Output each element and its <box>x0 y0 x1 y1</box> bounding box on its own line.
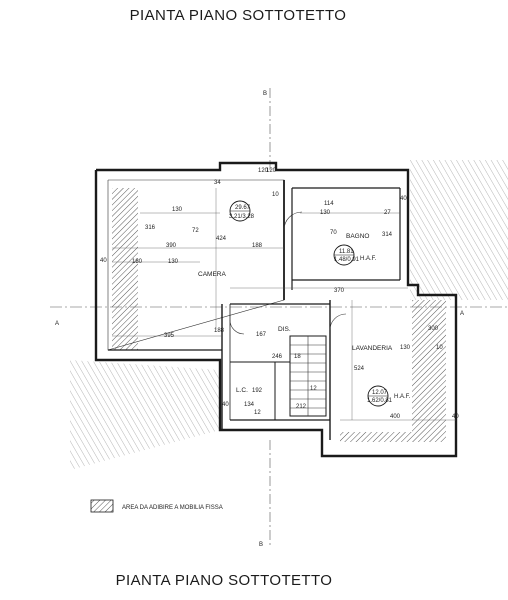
dim: 130 <box>400 345 411 351</box>
area-marker-bagno: 11.81 1.48/0.91 <box>333 244 360 266</box>
interior-walls <box>108 180 401 440</box>
dim: 167 <box>256 332 267 338</box>
dim: 40 <box>400 196 407 202</box>
section-mark-top: B <box>263 91 267 97</box>
dim: 524 <box>354 366 365 372</box>
lavanderia-note: H.A.F. <box>394 394 411 400</box>
dim: 424 <box>216 236 227 242</box>
dim: 10 <box>272 192 279 198</box>
dim: 390 <box>166 243 177 249</box>
dim: 120 <box>266 168 277 174</box>
dimension-lines <box>112 188 456 421</box>
doors <box>229 211 347 335</box>
room-label-lavanderia: LAVANDERIA <box>352 345 393 352</box>
bagno-note: H.A.F. <box>360 256 377 262</box>
dim: 40 <box>452 414 459 420</box>
dim: 40 <box>100 258 107 264</box>
dim: 72 <box>192 228 199 234</box>
fixed-furniture-area-lavanderia <box>340 300 446 442</box>
room-label-dis: DIS. <box>278 326 291 333</box>
roof-hatching-bottom-left <box>70 360 220 470</box>
dim: 192 <box>252 388 263 394</box>
staircase <box>289 335 327 417</box>
dim: 400 <box>390 414 401 420</box>
footer-title: PIANTA PIANO SOTTOTETTO <box>115 572 333 589</box>
area-marker-lavanderia: 12.07 1.62/0.81 <box>367 385 393 407</box>
dim: 70 <box>330 230 337 236</box>
legend-swatch <box>90 499 114 513</box>
dim: 212 <box>296 404 307 410</box>
page-title: PIANTA PIANO SOTTOTETTO <box>129 7 347 24</box>
dim: 120 <box>258 168 269 174</box>
fixed-furniture-area-camera <box>112 188 138 350</box>
dim: 10 <box>436 345 443 351</box>
dim: 18 <box>294 354 301 360</box>
dim: 134 <box>244 402 255 408</box>
legend-label: AREA DA ADIBIRE A MOBILIA FISSA <box>122 505 223 511</box>
legend: AREA DA ADIBIRE A MOBILIA FISSA <box>90 499 223 513</box>
lavanderia-area: 12.07 <box>372 390 388 396</box>
area-marker-camera: 29.67 3.21/3.28 <box>229 200 255 222</box>
dim: 370 <box>334 288 345 294</box>
dim: 395 <box>164 333 175 339</box>
camera-ratio: 3.21/3.28 <box>229 214 255 220</box>
room-label-bagno: BAGNO <box>346 233 369 240</box>
roof-hatching-right <box>410 160 508 300</box>
dim: 12 <box>310 386 317 392</box>
section-mark-right: A <box>460 311 464 317</box>
section-mark-left: A <box>55 321 59 327</box>
section-mark-bottom: B <box>259 542 263 548</box>
section-line-vertical: B B <box>259 88 271 548</box>
dimension-labels: 130 34 120 120 10 130 27 40 114 316 390 … <box>100 168 459 420</box>
dim: 180 <box>132 259 143 265</box>
bagno-ratio: 1.48/0.91 <box>334 257 360 263</box>
dim: 188 <box>252 243 263 249</box>
camera-area: 29.67 <box>235 205 251 211</box>
dim: 130 <box>168 259 179 265</box>
dim: 130 <box>172 207 183 213</box>
dim: 40 <box>222 402 229 408</box>
bagno-area: 11.81 <box>339 249 354 255</box>
dim: 246 <box>272 354 283 360</box>
dim: 114 <box>324 201 334 207</box>
dim: 27 <box>384 210 391 216</box>
dim: 130 <box>320 210 331 216</box>
dim: 188 <box>214 328 225 334</box>
dim: 316 <box>145 225 156 231</box>
dim: 34 <box>214 180 221 186</box>
room-label-camera: CAMERA <box>198 271 226 278</box>
room-label-lc: L.C. <box>236 387 248 394</box>
dim: 300 <box>428 326 439 332</box>
dim: 314 <box>382 232 393 238</box>
dim: 12 <box>254 410 261 416</box>
lavanderia-ratio: 1.62/0.81 <box>367 398 393 404</box>
